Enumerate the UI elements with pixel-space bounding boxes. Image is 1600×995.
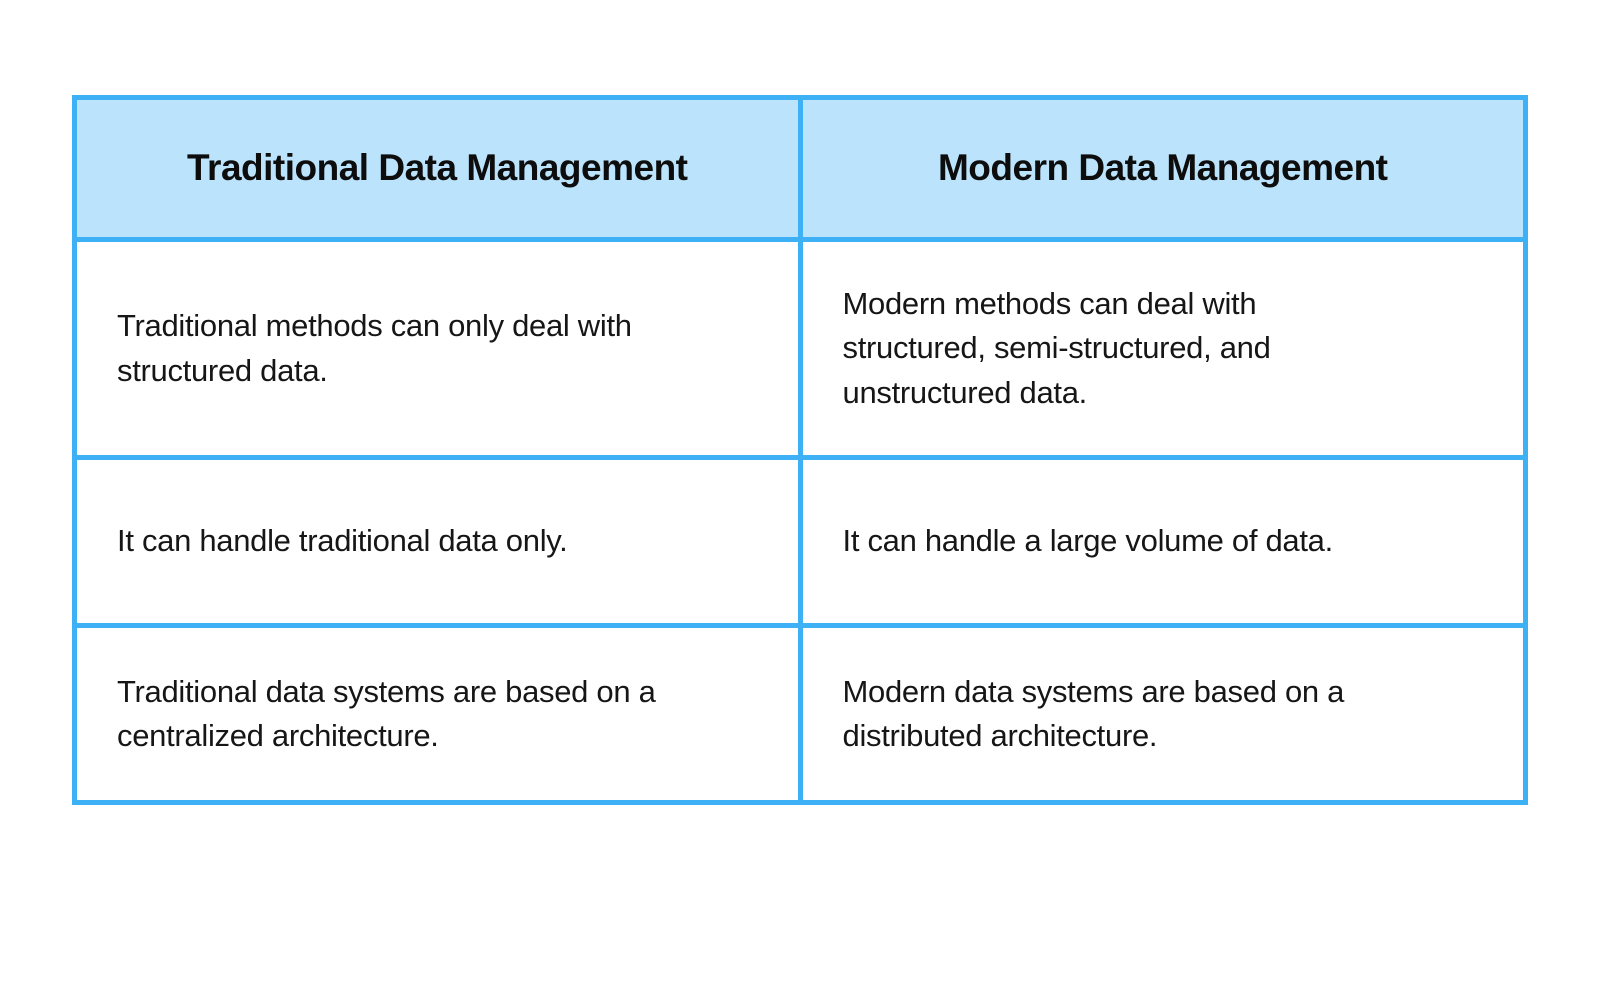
column-header-modern-label: Modern Data Management — [937, 147, 1388, 189]
cell-text: It can handle traditional data only. — [117, 523, 568, 559]
column-header-traditional: Traditional Data Management — [77, 100, 798, 237]
cell-text: It can handle a large volume of data. — [842, 523, 1334, 559]
cell-text: Traditional data systems are based on a … — [117, 673, 656, 753]
comparison-table: Traditional Data Management Modern Data … — [72, 95, 1528, 805]
column-header-modern: Modern Data Management — [802, 100, 1523, 237]
cell-text: Modern data systems are based on a distr… — [842, 673, 1345, 753]
table-row-1-cell-traditional: Traditional methods can only deal with s… — [77, 242, 798, 455]
cell-text: Modern methods can deal with structured,… — [842, 286, 1271, 410]
cell-text: Traditional methods can only deal with s… — [117, 308, 632, 388]
table-row-2-cell-traditional: It can handle traditional data only. — [77, 460, 798, 623]
table-row-1-cell-modern: Modern methods can deal with structured,… — [802, 242, 1523, 455]
column-header-traditional-label: Traditional Data Management — [187, 147, 688, 189]
table-row-2-cell-modern: It can handle a large volume of data. — [802, 460, 1523, 623]
table-row-3-cell-modern: Modern data systems are based on a distr… — [802, 628, 1523, 800]
table-row-3-cell-traditional: Traditional data systems are based on a … — [77, 628, 798, 800]
